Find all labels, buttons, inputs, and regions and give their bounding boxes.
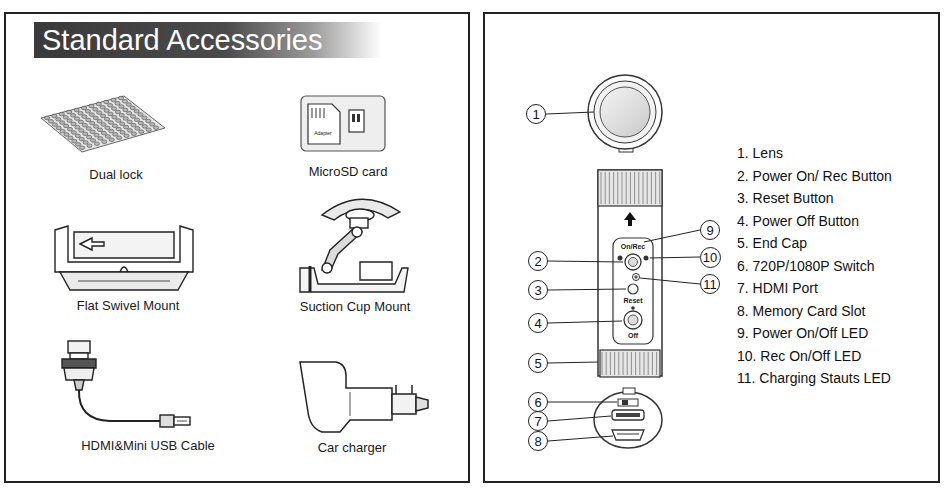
accessory-caption: Flat Swivel Mount	[77, 299, 180, 312]
part-list-item: 3. Reset Button	[737, 189, 834, 207]
callout-circle: 5	[528, 353, 548, 373]
callout-circle: 6	[528, 392, 548, 412]
camera-body-illustration	[598, 170, 662, 377]
microsd-illustration	[301, 96, 385, 151]
dual-lock-illustration	[41, 96, 165, 152]
callout-circle: 8	[528, 431, 548, 451]
button-marking: Reset	[623, 297, 642, 304]
part-list-item: 10. Rec On/Off LED	[737, 347, 861, 365]
callout-number: 11	[703, 278, 717, 291]
callout-number: 3	[534, 284, 541, 297]
section-heading: Standard Accessories	[34, 22, 382, 58]
part-list-item: 4. Power Off Button	[737, 212, 859, 230]
hdmi-cable-illustration	[62, 341, 190, 427]
accessory-caption: HDMI&Mini USB Cable	[81, 439, 215, 452]
callout-circle: 11	[700, 274, 720, 294]
part-list-item: 11. Charging Stauts LED	[737, 369, 891, 387]
callout-circle: 3	[528, 280, 548, 300]
callout-number: 6	[534, 396, 541, 409]
callout-number: 4	[534, 317, 541, 330]
accessory-caption: Suction Cup Mount	[300, 300, 411, 313]
callout-number: 10	[703, 251, 717, 264]
part-list-item: 9. Power On/Off LED	[737, 324, 868, 342]
callout-circle: 1	[526, 104, 546, 124]
callout-number: 5	[534, 357, 541, 370]
leader-lines	[546, 112, 700, 441]
flat-swivel-mount-illustration	[55, 226, 193, 290]
part-list-item: 7. HDMI Port	[737, 279, 818, 297]
part-list-item: 8. Memory Card Slot	[737, 302, 865, 320]
callout-number: 9	[706, 224, 713, 237]
callout-circle: 2	[528, 251, 548, 271]
button-marking: On/Rec	[621, 243, 646, 250]
car-charger-illustration	[300, 362, 428, 432]
callout-number: 8	[534, 435, 541, 448]
callout-circle: 10	[700, 247, 721, 268]
part-list-item: 2. Power On/ Rec Button	[737, 167, 892, 185]
part-list-item: 5. End Cap	[737, 234, 807, 252]
callout-circle: 7	[528, 411, 548, 431]
part-list-item: 1. Lens	[737, 144, 783, 162]
accessory-caption: MicroSD card	[309, 165, 388, 178]
lens-illustration	[588, 75, 662, 152]
suction-cup-mount-illustration	[300, 199, 408, 292]
callout-number: 1	[532, 108, 539, 121]
part-list-item: 6. 720P/1080P Switch	[737, 257, 875, 275]
end-cap-bottom-illustration	[594, 388, 662, 448]
button-marking: Off	[628, 332, 638, 339]
callout-circle: 4	[528, 313, 548, 333]
accessory-caption: Car charger	[318, 441, 387, 454]
camera-panel: 1. Lens 2. Power On/ Rec Button 3. Reset B…	[483, 12, 940, 483]
accessories-panel: Standard Accessories	[4, 12, 470, 483]
card-marking: Adapter	[314, 131, 332, 136]
accessory-caption: Dual lock	[89, 168, 142, 181]
callout-number: 7	[534, 415, 541, 428]
callout-number: 2	[534, 255, 541, 268]
callout-circle: 9	[700, 220, 720, 240]
